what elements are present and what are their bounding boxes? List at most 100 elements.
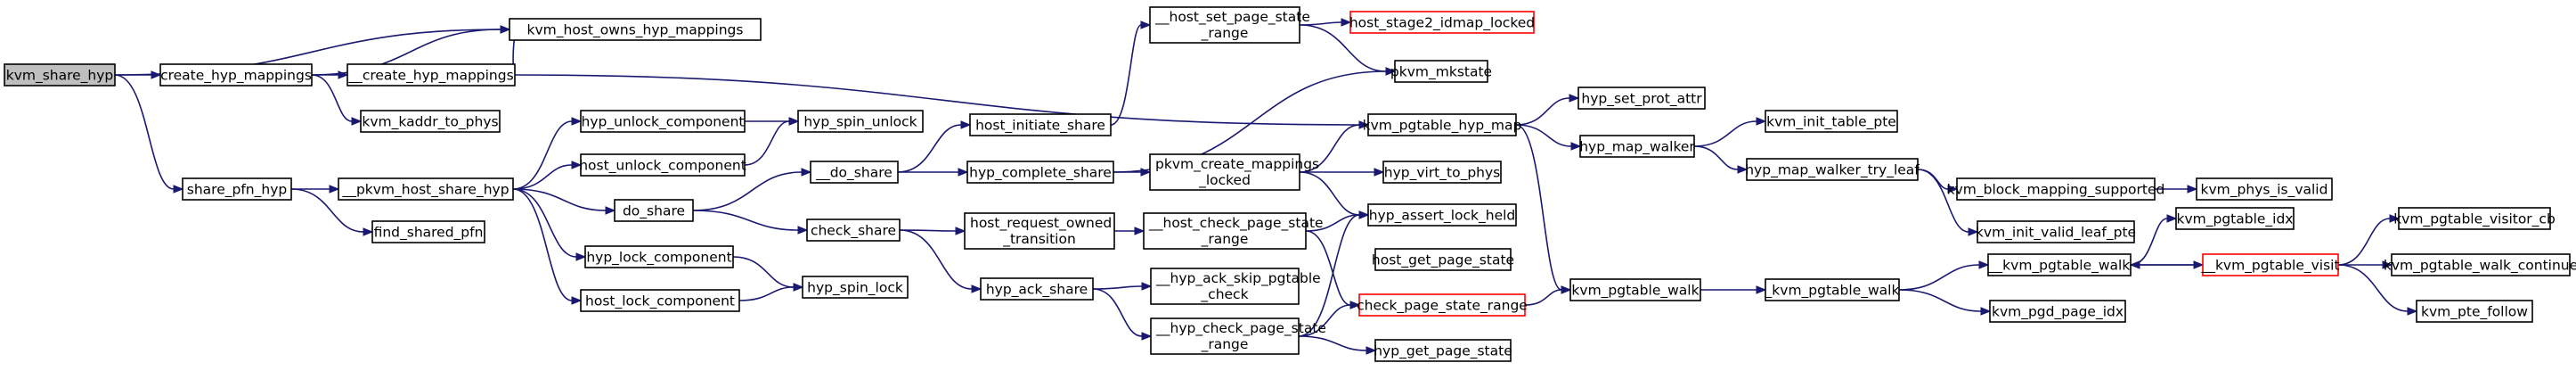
node-box[interactable] [1374,248,1512,271]
node-kvm_pgtable_walk_continue[interactable]: kvm_pgtable_walk_continue [2384,253,2576,276]
node-kvm_pgtable_walk[interactable]: kvm_pgtable_walk [1569,278,1701,301]
node-box[interactable] [980,277,1094,301]
node-kvm_pgd_page_idx[interactable]: kvm_pgd_page_idx [1989,300,2126,323]
node-hyp_virt_to_phys[interactable]: hyp_virt_to_phys [1382,161,1502,184]
node-hyp_lock_component[interactable]: hyp_lock_component [584,245,734,268]
node-hyp_complete_share[interactable]: hyp_complete_share [966,161,1114,184]
node-box[interactable] [371,220,485,243]
node-kvm_pgtable_hyp_map[interactable]: kvm_pgtable_hyp_map [1363,113,1522,136]
node-box[interactable] [1956,177,2156,201]
node-kvm_host_owns_hyp_mappings[interactable]: kvm_host_owns_hyp_mappings [509,18,762,41]
node-box[interactable] [580,153,746,177]
node-box[interactable] [1579,135,1695,158]
node-box[interactable] [182,177,292,201]
node-box[interactable] [1367,203,1517,227]
node-__do_share[interactable]: __do_share [810,161,899,184]
node-hyp_set_prot_attr[interactable]: hyp_set_prot_attr [1577,87,1706,110]
node-host_lock_component[interactable]: host_lock_component [580,289,740,312]
node-box[interactable] [2398,207,2551,230]
node-kvm_init_valid_leaf_pte[interactable]: kvm_init_valid_leaf_pte [1976,220,2136,243]
node-box[interactable] [1577,87,1706,110]
node-box[interactable] [1382,161,1502,184]
node-kvm_block_mapping_supported[interactable]: kvm_block_mapping_supported [1947,177,2165,201]
node-box[interactable] [1394,60,1488,83]
node-__kvm_pgtable_walk[interactable]: __kvm_pgtable_walk [1987,253,2132,276]
node-box[interactable] [806,218,901,242]
node-__hyp_ack_skip_pgtable_check[interactable]: __hyp_ack_skip_pgtable_check [1150,268,1321,305]
node-box[interactable] [1989,300,2126,323]
node-box[interactable] [1149,6,1300,44]
node-box[interactable] [1150,317,1300,355]
node-box[interactable] [964,212,1115,250]
node-box[interactable] [2391,253,2571,276]
node-box[interactable] [1374,339,1512,362]
node-box[interactable] [614,199,694,222]
node-box[interactable] [1149,153,1300,191]
node-box[interactable] [159,63,313,87]
node-box[interactable] [580,110,746,133]
node-box[interactable] [1746,158,1919,181]
node-__host_check_page_state_range[interactable]: __host_check_page_state_range [1143,212,1324,250]
node-hyp_map_walker[interactable]: hyp_map_walker [1579,135,1695,158]
node-find_shared_pfn[interactable]: find_shared_pfn [371,220,485,243]
node-_kvm_pgtable_walk[interactable]: _kvm_pgtable_walk [1765,278,1900,301]
node-box[interactable] [360,110,501,133]
node-box[interactable] [1367,113,1517,136]
node-kvm_share_hyp[interactable]: kvm_share_hyp [4,63,116,87]
node-check_share[interactable]: check_share [806,218,901,242]
node-box[interactable] [580,289,740,312]
node-host_request_owned_transition[interactable]: host_request_owned_transition [964,212,1115,250]
node-box[interactable] [346,63,516,87]
node-box[interactable] [4,63,116,87]
node-box[interactable] [1977,220,2135,243]
node-__hyp_check_page_state_range[interactable]: __hyp_check_page_state_range [1150,317,1326,355]
node-hyp_ack_share[interactable]: hyp_ack_share [980,277,1094,301]
node-box[interactable] [2416,300,2533,323]
node-hyp_assert_lock_held[interactable]: hyp_assert_lock_held [1367,203,1517,227]
node-box[interactable] [1987,253,2132,276]
node-hyp_map_walker_try_leaf[interactable]: hyp_map_walker_try_leaf [1745,158,1920,181]
node-create_hyp_mappings[interactable]: create_hyp_mappings [159,63,313,87]
node-box[interactable] [802,276,909,299]
node-kvm_pgtable_visitor_cb[interactable]: kvm_pgtable_visitor_cb [2393,207,2556,230]
node-hyp_spin_lock[interactable]: hyp_spin_lock [802,276,909,299]
node-kvm_init_table_pte[interactable]: kvm_init_table_pte [1765,110,1898,133]
node-hyp_unlock_component[interactable]: hyp_unlock_component [580,110,746,133]
node-box[interactable] [969,113,1112,136]
node-box[interactable] [810,161,899,184]
node-box[interactable] [1358,293,1526,317]
node-__create_hyp_mappings[interactable]: __create_hyp_mappings [346,63,516,87]
node-box[interactable] [1143,212,1307,250]
node-host_initiate_share[interactable]: host_initiate_share [969,113,1112,136]
node-hyp_get_page_state[interactable]: hyp_get_page_state [1374,339,1512,362]
node-do_share[interactable]: do_share [614,199,694,222]
node-box[interactable] [2202,253,2339,276]
node-pkvm_create_mappings_locked[interactable]: pkvm_create_mappings_locked [1149,153,1319,191]
node-box[interactable] [966,161,1114,184]
node-box[interactable] [1150,268,1300,305]
node-host_unlock_component[interactable]: host_unlock_component [579,153,746,177]
node-pkvm_mkstate[interactable]: pkvm_mkstate [1390,60,1492,83]
node-hyp_spin_unlock[interactable]: hyp_spin_unlock [797,110,924,133]
node-box[interactable] [1765,278,1900,301]
node-__pkvm_host_share_hyp[interactable]: __pkvm_host_share_hyp [338,177,514,201]
node-host_get_page_state[interactable]: host_get_page_state [1372,248,1514,271]
node-box[interactable] [2196,177,2333,201]
node-box[interactable] [584,245,734,268]
node-__kvm_pgtable_visit[interactable]: __kvm_pgtable_visit [2200,253,2340,276]
node-box[interactable] [509,18,762,41]
node-host_stage2_idmap_locked[interactable]: host_stage2_idmap_locked [1349,11,1535,34]
node-box[interactable] [1349,11,1535,34]
node-check_page_state_range[interactable]: check_page_state_range [1357,293,1528,317]
node-box[interactable] [1765,110,1898,133]
node-kvm_pgtable_idx[interactable]: kvm_pgtable_idx [2175,207,2295,230]
node-kvm_phys_is_valid[interactable]: kvm_phys_is_valid [2196,177,2333,201]
node-share_pfn_hyp[interactable]: share_pfn_hyp [182,177,292,201]
node-box[interactable] [2175,207,2295,230]
node-__host_set_page_state_range[interactable]: __host_set_page_state_range [1149,6,1310,44]
node-kvm_kaddr_to_phys[interactable]: kvm_kaddr_to_phys [360,110,501,133]
node-box[interactable] [338,177,514,201]
node-box[interactable] [797,110,924,133]
node-box[interactable] [1569,278,1701,301]
node-kvm_pte_follow[interactable]: kvm_pte_follow [2416,300,2533,323]
